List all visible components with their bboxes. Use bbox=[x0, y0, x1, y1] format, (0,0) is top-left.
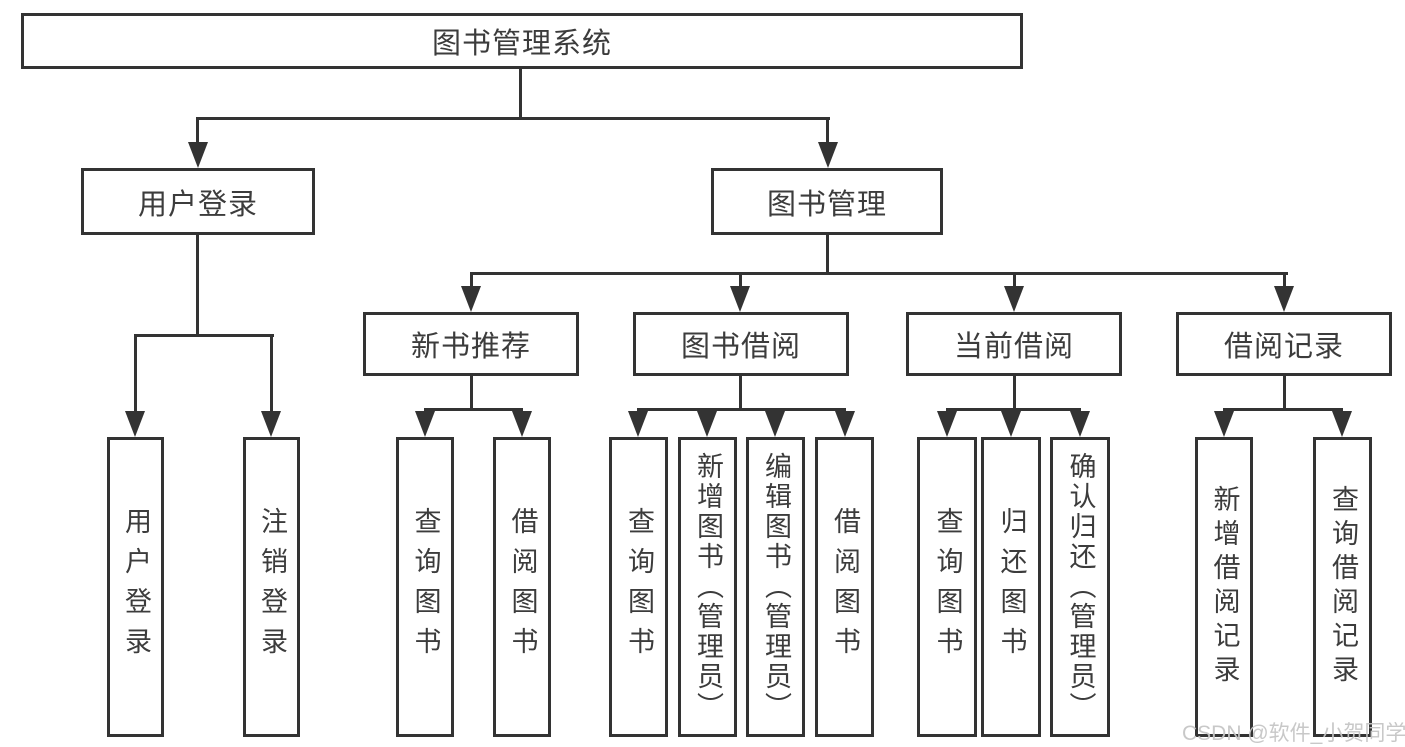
node-new-books-label: 新书推荐 bbox=[410, 331, 531, 363]
node-leaf-logout-label: 注销登录 bbox=[257, 507, 287, 667]
node-leaf-logout: 注销登录 bbox=[243, 437, 300, 737]
node-leaf-rec-add-label: 新增借阅记录 bbox=[1209, 485, 1240, 689]
node-leaf-bw-add: 新增图书（管理员） bbox=[678, 437, 737, 737]
arrow-current bbox=[1004, 286, 1024, 312]
connector-user-login-stub bbox=[196, 235, 199, 335]
node-new-books: 新书推荐 bbox=[363, 312, 579, 376]
connector-borrowing-shaft bbox=[739, 272, 742, 288]
node-user-login-label: 用户登录 bbox=[137, 188, 258, 221]
connector-leaf-login-shaft bbox=[134, 334, 137, 413]
arrow-leaf-bw-edit bbox=[765, 411, 785, 437]
node-current-label: 当前借阅 bbox=[953, 331, 1074, 363]
connector-leaf-logout-shaft bbox=[270, 334, 273, 413]
node-leaf-bw-edit: 编辑图书（管理员） bbox=[746, 437, 805, 737]
node-leaf-cur-query: 查询图书 bbox=[917, 437, 977, 737]
connector-new-books-shaft bbox=[470, 272, 473, 288]
node-leaf-cur-return: 归还图书 bbox=[981, 437, 1041, 737]
connector-borrowing-stub bbox=[739, 376, 742, 410]
node-leaf-bw-query-label: 查询图书 bbox=[624, 507, 654, 667]
node-leaf-bw-add-label: 新增图书（管理员） bbox=[693, 452, 723, 722]
connector-records-rail bbox=[1223, 408, 1343, 411]
connector-user-login-rail bbox=[134, 334, 274, 337]
node-root: 图书管理系统 bbox=[21, 13, 1023, 69]
node-leaf-login-label: 用户登录 bbox=[121, 507, 151, 667]
arrow-leaf-bw-add bbox=[697, 411, 717, 437]
node-leaf-cur-confirm: 确认归还（管理员） bbox=[1050, 437, 1110, 737]
node-borrowing-label: 图书借阅 bbox=[680, 331, 801, 363]
connector-new-books-stub bbox=[470, 376, 473, 410]
node-leaf-rec-add: 新增借阅记录 bbox=[1195, 437, 1253, 737]
arrow-book-mgmt bbox=[818, 142, 838, 168]
connector-new-books-rail bbox=[424, 408, 523, 411]
arrow-leaf-bw-query bbox=[628, 411, 648, 437]
node-book-mgmt-label: 图书管理 bbox=[766, 188, 887, 221]
arrow-records bbox=[1274, 286, 1294, 312]
node-leaf-nb-borrow-label: 借阅图书 bbox=[507, 507, 538, 667]
arrow-user-login bbox=[188, 142, 208, 168]
arrow-new-books bbox=[461, 286, 481, 312]
connector-book-mgmt-shaft bbox=[826, 117, 829, 144]
connector-current-rail bbox=[946, 408, 1081, 411]
connector-current-stub bbox=[1013, 376, 1016, 410]
node-leaf-nb-query-label: 查询图书 bbox=[410, 507, 441, 667]
node-leaf-bw-edit-label: 编辑图书（管理员） bbox=[761, 452, 791, 722]
node-leaf-rec-query-label: 查询借阅记录 bbox=[1328, 485, 1358, 689]
connector-current-shaft bbox=[1013, 272, 1016, 288]
arrow-leaf-rec-add bbox=[1214, 411, 1234, 437]
node-book-mgmt: 图书管理 bbox=[711, 168, 943, 235]
connector-records-stub bbox=[1283, 376, 1286, 410]
arrow-leaf-cur-confirm bbox=[1070, 411, 1090, 437]
arrow-leaf-rec-query bbox=[1332, 411, 1352, 437]
arrow-leaf-nb-query bbox=[415, 411, 435, 437]
node-leaf-rec-query: 查询借阅记录 bbox=[1313, 437, 1372, 737]
node-user-login: 用户登录 bbox=[81, 168, 315, 235]
node-records: 借阅记录 bbox=[1176, 312, 1392, 376]
arrow-leaf-login bbox=[125, 411, 145, 437]
connector-level3-rail bbox=[470, 272, 1288, 275]
arrow-leaf-cur-return bbox=[1001, 411, 1021, 437]
connector-records-shaft bbox=[1283, 272, 1286, 288]
connector-level1-rail bbox=[196, 117, 830, 120]
node-leaf-cur-return-label: 归还图书 bbox=[996, 507, 1027, 667]
node-records-label: 借阅记录 bbox=[1223, 331, 1344, 363]
node-leaf-cur-confirm-label: 确认归还（管理员） bbox=[1065, 452, 1096, 722]
arrow-leaf-nb-borrow bbox=[512, 411, 532, 437]
arrow-leaf-bw-borrow bbox=[835, 411, 855, 437]
node-leaf-cur-query-label: 查询图书 bbox=[932, 507, 963, 667]
arrow-borrowing bbox=[730, 286, 750, 312]
connector-book-mgmt-stub bbox=[826, 235, 829, 275]
arrow-leaf-cur-query bbox=[937, 411, 957, 437]
connector-borrowing-rail bbox=[637, 408, 846, 411]
node-root-label: 图书管理系统 bbox=[431, 28, 612, 60]
node-leaf-bw-borrow-label: 借阅图书 bbox=[830, 507, 860, 667]
node-current: 当前借阅 bbox=[906, 312, 1122, 376]
arrow-leaf-logout bbox=[261, 411, 281, 437]
node-leaf-nb-query: 查询图书 bbox=[396, 437, 454, 737]
node-leaf-login: 用户登录 bbox=[107, 437, 164, 737]
node-leaf-nb-borrow: 借阅图书 bbox=[493, 437, 551, 737]
csdn-watermark: CSDN @软件_小贺同学 bbox=[1182, 722, 1405, 745]
node-borrowing: 图书借阅 bbox=[633, 312, 849, 376]
node-leaf-bw-borrow: 借阅图书 bbox=[815, 437, 874, 737]
connector-root-stub bbox=[519, 69, 522, 118]
node-leaf-bw-query: 查询图书 bbox=[609, 437, 668, 737]
connector-user-login-shaft bbox=[196, 117, 199, 144]
